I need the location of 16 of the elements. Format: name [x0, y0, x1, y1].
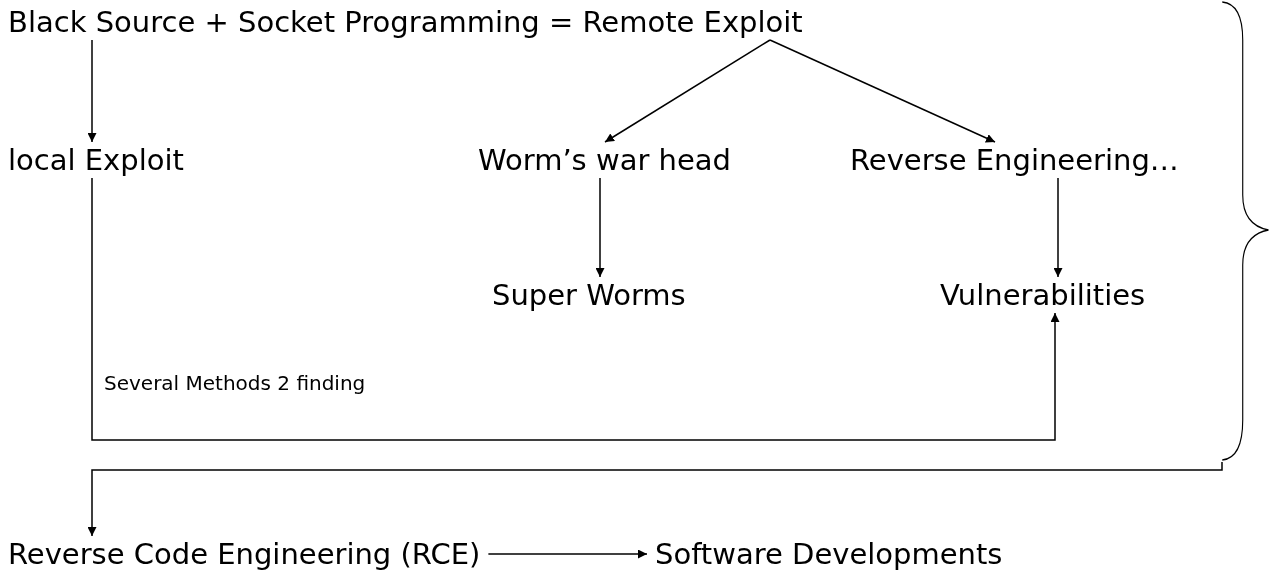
node-label: Black Source + Socket Programming = Remote Exploit	[0, 4, 811, 40]
arrow	[87, 39, 97, 143]
node-label: local Exploit	[0, 142, 192, 178]
arrow	[769, 39, 996, 143]
arrow	[1053, 177, 1063, 278]
arrow	[91, 177, 1060, 441]
node-label: Reverse Code Engineering (RCE)	[0, 536, 489, 572]
arrow	[487, 549, 648, 559]
node-label: Worm’s war head	[470, 142, 739, 178]
arrow	[595, 177, 605, 278]
node-label: Software Developments	[647, 536, 1011, 572]
node-label: Reverse Engineering…	[842, 142, 1187, 178]
node-label: Vulnerabilities	[932, 277, 1154, 313]
node-label: Super Worms	[484, 277, 694, 313]
arrow	[604, 39, 771, 143]
arrow	[87, 461, 1223, 537]
